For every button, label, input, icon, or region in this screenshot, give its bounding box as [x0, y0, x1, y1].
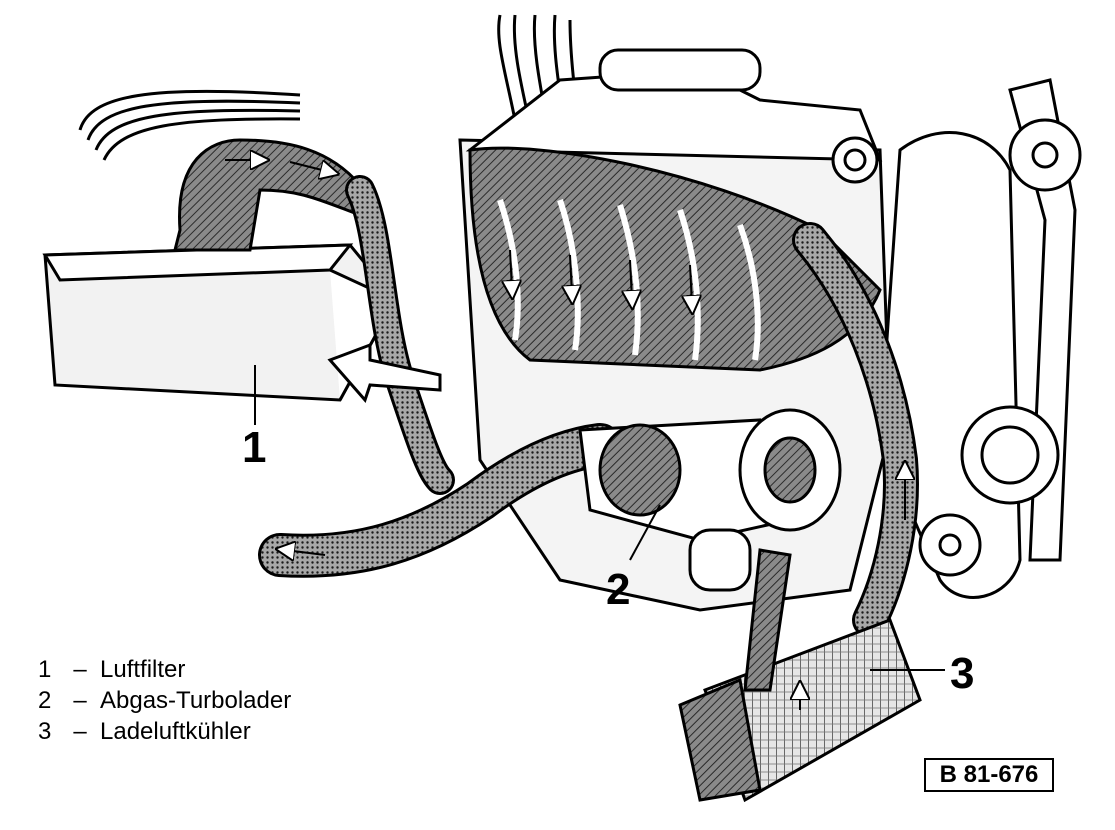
intake-arrow — [327, 342, 442, 403]
legend-dash: – — [73, 687, 87, 714]
callout-3: 3 — [950, 649, 975, 698]
figure-reference-box: B 81-676 — [924, 758, 1054, 792]
legend-number: 3 — [38, 718, 52, 745]
legend: 1–Luftfilter 2–Abgas-Turbolader 3–Ladelu… — [38, 654, 291, 747]
legend-dash: – — [73, 656, 87, 683]
legend-label: Ladeluftkühler — [100, 718, 251, 745]
legend-number: 1 — [38, 656, 52, 683]
legend-item: 1–Luftfilter — [38, 654, 291, 685]
callout-1: 1 — [242, 423, 267, 472]
legend-item: 2–Abgas-Turbolader — [38, 685, 291, 716]
legend-label: Luftfilter — [100, 656, 186, 683]
legend-dash: – — [73, 718, 87, 745]
leader-lines — [254, 365, 945, 671]
legend-number: 2 — [38, 687, 52, 714]
turbocharger — [578, 408, 842, 592]
fuel-lines — [78, 89, 301, 161]
legend-item: 3–Ladeluftkühler — [38, 716, 291, 747]
intercooler — [678, 548, 922, 803]
legend-label: Abgas-Turbolader — [100, 687, 292, 714]
callout-2: 2 — [606, 565, 631, 614]
timing-belt-assembly — [878, 78, 1082, 599]
